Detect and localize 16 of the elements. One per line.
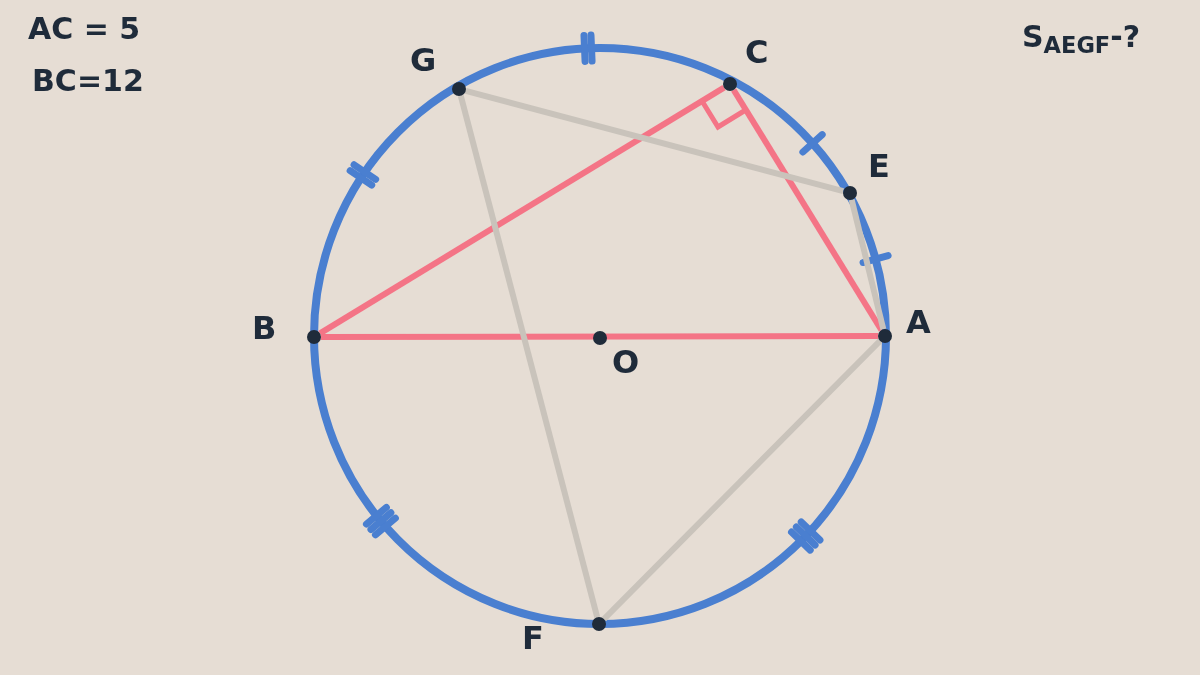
point-label: O [612,346,640,378]
point-label: E [868,150,890,182]
chord-line [457,95,601,618]
given-note: BC=12 [32,66,144,96]
chord-line [465,87,844,195]
chord-line [848,199,887,330]
point-label: G [410,44,437,76]
point-label: F [522,622,544,654]
point-label: B [252,312,277,344]
point-label: C [745,36,769,68]
point-label: A [906,306,931,338]
triangle-side [321,333,878,340]
given-note: AC = 5 [28,14,141,44]
chord-line [601,338,883,622]
triangle-side [318,85,726,336]
given-note: S$_{AEGF}$-? [1022,22,1141,52]
